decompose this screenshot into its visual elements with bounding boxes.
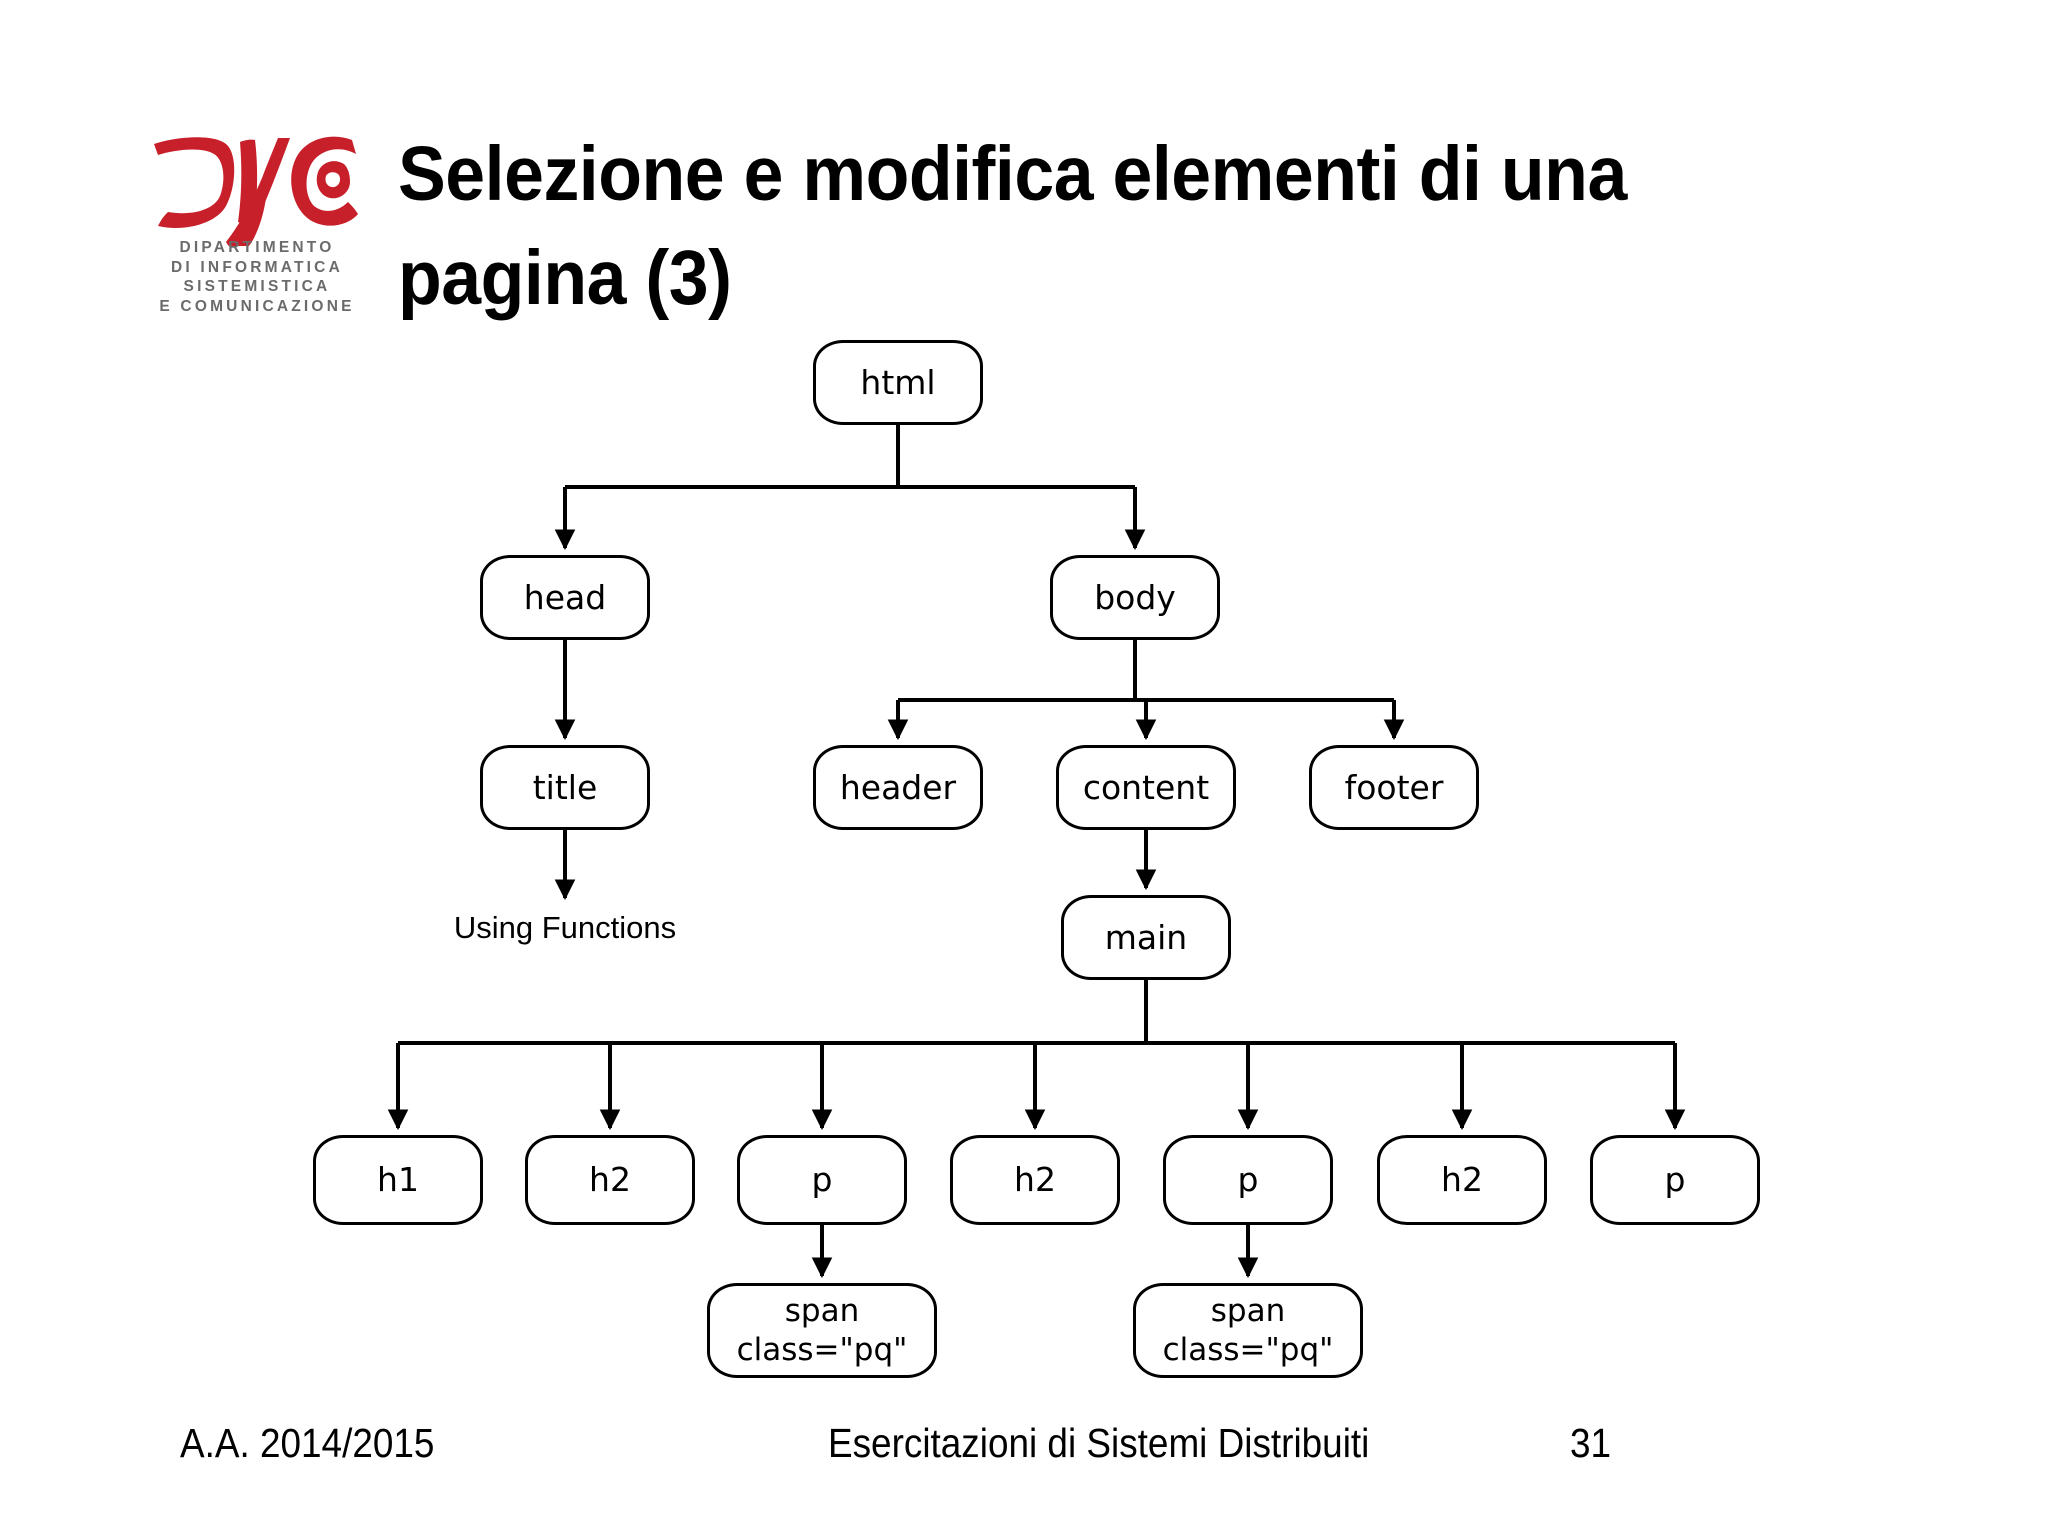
logo-line-1: DIPARTIMENTO <box>179 239 335 256</box>
tree-node-span-1[interactable]: span class="pq" <box>707 1283 937 1378</box>
tree-node-content-label: content <box>1082 767 1210 807</box>
disc-logo: DIPARTIMENTO DI INFORMATICA SISTEMISTICA… <box>148 128 363 316</box>
tree-node-html[interactable]: html <box>813 340 983 425</box>
logo-line-2: DI INFORMATICA <box>171 258 343 276</box>
tree-node-span-2[interactable]: span class="pq" <box>1133 1283 1363 1378</box>
tree-node-h1-a[interactable]: h1 <box>313 1135 483 1225</box>
tree-node-h2-c[interactable]: h2 <box>1377 1135 1547 1225</box>
tree-node-footer-label: footer <box>1344 767 1444 807</box>
tree-node-body-label: body <box>1094 577 1176 617</box>
tree-node-span-1-label: span class="pq" <box>736 1292 908 1368</box>
logo-line-3: SISTEMISTICA <box>183 278 331 295</box>
tree-node-head-label: head <box>523 577 607 617</box>
disc-logo-mark <box>154 136 358 246</box>
tree-node-span-2-label: span class="pq" <box>1162 1292 1334 1368</box>
tree-node-h2-b-label: h2 <box>1014 1160 1056 1199</box>
tree-node-title-label: title <box>532 767 598 807</box>
tree-node-p-2[interactable]: p <box>1163 1135 1333 1225</box>
disc-logo-text: DIPARTIMENTO DI INFORMATICA SISTEMISTICA… <box>152 238 362 316</box>
footer-course-name: Esercitazioni di Sistemi Distribuiti <box>828 1420 1370 1466</box>
tree-node-header-label: header <box>839 767 957 807</box>
tree-node-main-label: main <box>1104 917 1188 957</box>
tree-node-p-1-label: p <box>811 1160 833 1199</box>
tree-node-html-label: html <box>860 362 936 402</box>
tree-node-body[interactable]: body <box>1050 555 1220 640</box>
tree-node-p-3[interactable]: p <box>1590 1135 1760 1225</box>
tree-node-main[interactable]: main <box>1061 895 1231 980</box>
tree-node-content[interactable]: content <box>1056 745 1236 830</box>
tree-node-p-1[interactable]: p <box>737 1135 907 1225</box>
logo-line-4: E COMUNICAZIONE <box>159 297 355 315</box>
slide-title: Selezione e modifica elementi di una pag… <box>398 131 1627 321</box>
footer-academic-year: A.A. 2014/2015 <box>180 1420 435 1466</box>
tree-node-footer[interactable]: footer <box>1309 745 1479 830</box>
tree-node-p-3-label: p <box>1664 1160 1686 1199</box>
tree-node-h2-c-label: h2 <box>1441 1160 1483 1199</box>
tree-node-p-2-label: p <box>1237 1160 1259 1199</box>
tree-node-h1-a-label: h1 <box>377 1160 419 1199</box>
tree-text-using-functions: Using Functions <box>445 910 685 946</box>
footer-page-number: 31 <box>1570 1420 1612 1466</box>
tree-text-using-functions-label: Using Functions <box>453 910 677 945</box>
tree-node-h2-b[interactable]: h2 <box>950 1135 1120 1225</box>
tree-node-h2-a[interactable]: h2 <box>525 1135 695 1225</box>
tree-node-h2-a-label: h2 <box>589 1160 631 1199</box>
tree-node-head[interactable]: head <box>480 555 650 640</box>
tree-node-title[interactable]: title <box>480 745 650 830</box>
tree-node-header[interactable]: header <box>813 745 983 830</box>
